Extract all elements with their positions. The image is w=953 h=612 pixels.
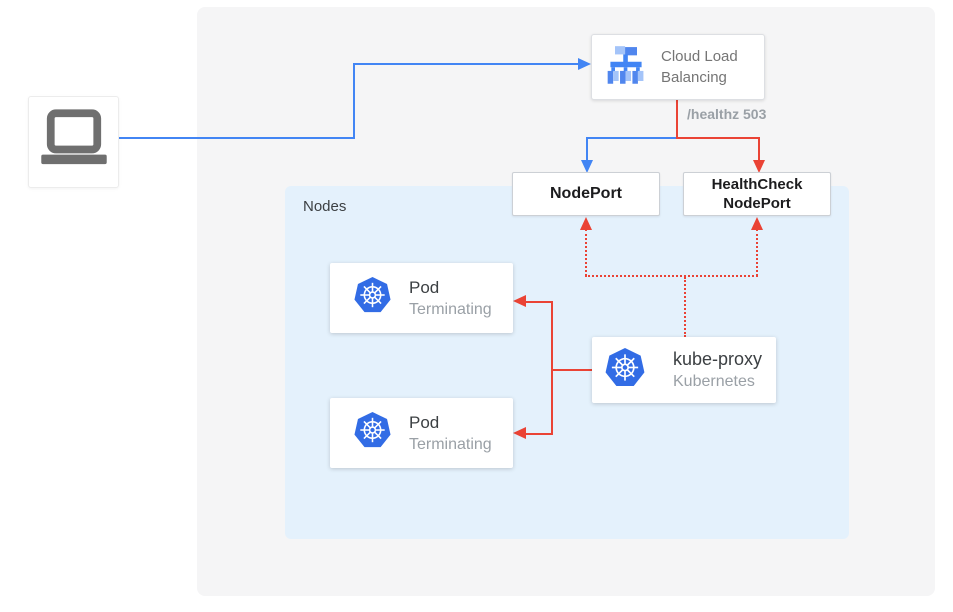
arrowhead-up-into-nodeport bbox=[580, 217, 592, 230]
kubeproxy-dotted-line bbox=[684, 277, 686, 337]
client-to-clb-line bbox=[353, 63, 578, 65]
clb-label: Cloud Load Balancing bbox=[661, 48, 738, 86]
kubernetes-wheel-icon bbox=[604, 347, 646, 394]
clb-to-nodeport-line bbox=[586, 137, 588, 161]
kubeproxy-dotted-line bbox=[585, 229, 587, 276]
pod-status: Terminating bbox=[409, 301, 492, 318]
kubeproxy-to-pods-line bbox=[526, 301, 552, 303]
pod-node-1: Pod Terminating bbox=[330, 263, 513, 333]
healthcheck-nodeport-node: HealthCheck NodePort bbox=[683, 172, 831, 216]
client-to-clb-line bbox=[119, 137, 355, 139]
load-balancer-icon bbox=[604, 44, 648, 90]
pod-status: Terminating bbox=[409, 436, 492, 453]
cloud-load-balancing-node: Cloud Load Balancing bbox=[591, 34, 765, 100]
clb-healthcheck-line bbox=[676, 100, 678, 138]
arrowhead-into-healthcheck bbox=[753, 160, 765, 173]
kube-proxy-node: kube-proxy Kubernetes bbox=[592, 337, 776, 403]
pod-title: Pod bbox=[409, 413, 440, 432]
kubernetes-wheel-icon bbox=[353, 276, 392, 320]
arrowhead-into-pod-2 bbox=[513, 427, 526, 439]
kubernetes-wheel-icon bbox=[353, 411, 392, 455]
healthz-503-annotation: /healthz 503 bbox=[687, 106, 767, 122]
clb-healthcheck-line bbox=[758, 137, 760, 161]
kube-proxy-subtitle: Kubernetes bbox=[673, 373, 755, 390]
kubeproxy-to-pods-line bbox=[526, 433, 552, 435]
arrowhead-up-into-healthcheck bbox=[751, 217, 763, 230]
healthcheck-nodeport-label: HealthCheck NodePort bbox=[711, 176, 803, 212]
nodeport-label: NodePort bbox=[550, 185, 622, 202]
client-to-clb-line bbox=[353, 64, 355, 139]
pod-node-2: Pod Terminating bbox=[330, 398, 513, 468]
kubeproxy-dotted-line bbox=[585, 275, 758, 277]
client-node bbox=[28, 96, 119, 188]
nodeport-node: NodePort bbox=[512, 172, 660, 216]
arrowhead-into-nodeport bbox=[581, 160, 593, 173]
laptop-icon bbox=[39, 108, 109, 176]
arrowhead-into-pod-1 bbox=[513, 295, 526, 307]
kubeproxy-to-pods-line bbox=[551, 301, 553, 435]
pod-title: Pod bbox=[409, 278, 440, 297]
clb-healthcheck-line bbox=[676, 137, 760, 139]
kubeproxy-to-pods-line bbox=[552, 369, 593, 371]
arrowhead-into-clb bbox=[578, 58, 591, 70]
clb-to-nodeport-line bbox=[587, 137, 677, 139]
nodes-panel-label: Nodes bbox=[303, 198, 347, 215]
kubeproxy-dotted-line bbox=[756, 229, 758, 276]
kube-proxy-title: kube-proxy bbox=[673, 349, 763, 369]
